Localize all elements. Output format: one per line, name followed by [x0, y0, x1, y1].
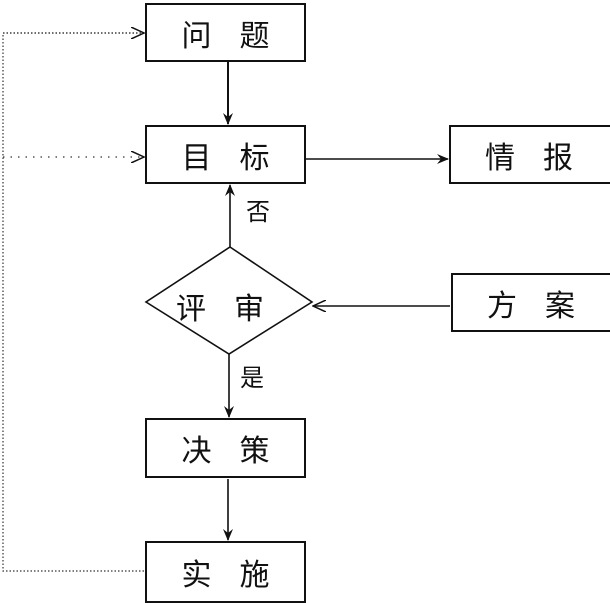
feedback-loop-line: [2, 32, 144, 572]
node-problem[interactable]: 问题: [145, 3, 306, 62]
node-decision[interactable]: 决策: [145, 418, 306, 478]
node-goal-label: 目标: [181, 140, 298, 176]
edge-label-yes: 是: [240, 364, 264, 392]
node-plan-label: 方案: [487, 288, 603, 324]
node-problem-label: 问题: [181, 18, 298, 54]
node-decision-label: 决策: [181, 434, 298, 469]
node-plan[interactable]: 方案: [451, 273, 610, 332]
node-review-label: 评审: [176, 292, 292, 327]
node-implement-label: 实施: [181, 558, 298, 593]
edge-label-no: 否: [246, 198, 270, 226]
node-intel-label: 情报: [485, 140, 601, 176]
node-intel[interactable]: 情报: [449, 125, 610, 184]
node-implement[interactable]: 实施: [145, 541, 306, 603]
node-goal[interactable]: 目标: [145, 125, 306, 184]
